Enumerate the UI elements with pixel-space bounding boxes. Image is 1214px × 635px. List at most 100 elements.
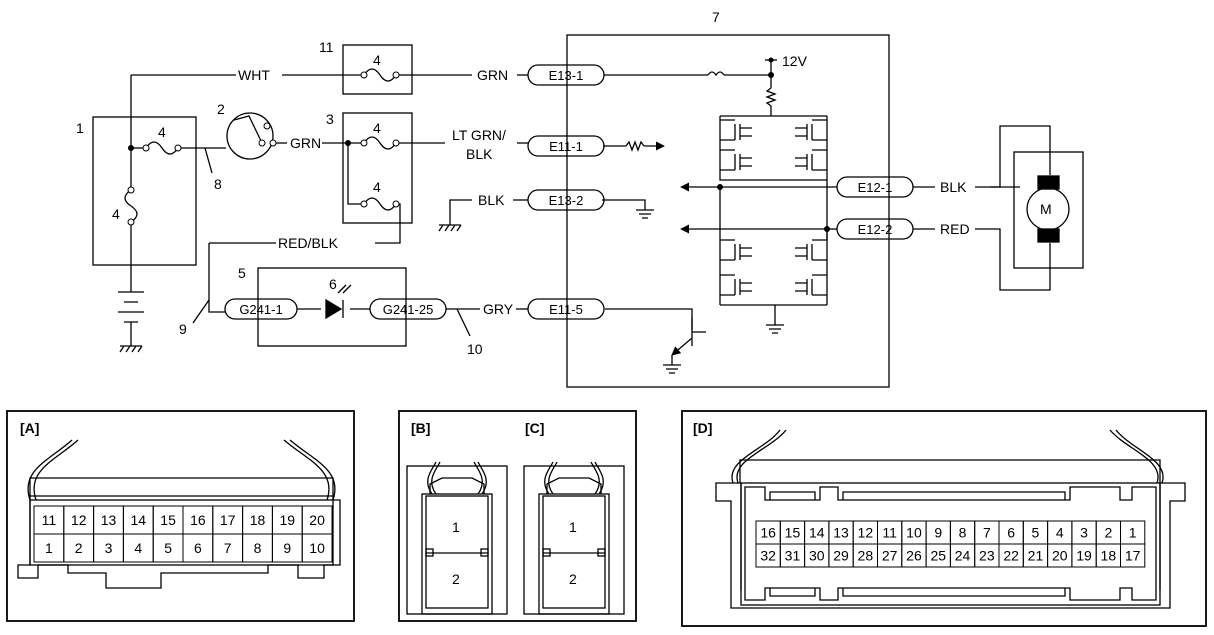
connector-d-pin-number: 24	[955, 548, 971, 564]
motor-label: M	[1040, 201, 1052, 217]
connector-a-pin-number: 9	[283, 540, 291, 556]
fuse-box-3	[342, 112, 413, 224]
connector-d-pin-cell	[1120, 543, 1146, 568]
wire-label-wht: WHT	[238, 67, 270, 83]
connector-d-pin-number: 8	[959, 525, 967, 541]
connector-a-pin-number: 17	[220, 512, 236, 528]
connector-d-pin-number: 25	[930, 548, 946, 564]
wire-label-gry: GRY	[483, 301, 514, 317]
connector-a-pin-number: 19	[280, 512, 296, 528]
led-icon	[325, 298, 344, 320]
terminal-e13-2: E13-2	[549, 193, 584, 208]
connector-d-pin-number: 21	[1028, 548, 1044, 564]
wire-label-blk: BLK	[478, 192, 505, 208]
connector-d-pin-number: 15	[785, 525, 801, 541]
connector-d-pin-number: 3	[1080, 525, 1088, 541]
connector-d-pin-number: 1	[1129, 525, 1137, 541]
connector-a-pin-number: 4	[134, 540, 142, 556]
connector-d-pin-number: 5	[1032, 525, 1040, 541]
connector-d-pin-number: 13	[833, 525, 849, 541]
connector-a-pin-number: 10	[309, 540, 325, 556]
connector-d-pin-number: 6	[1007, 525, 1015, 541]
voltage-label: 12V	[782, 53, 808, 69]
connector-d-pin-number: 14	[809, 525, 825, 541]
fuse-label: 4	[373, 52, 381, 68]
fuse-symbol	[363, 136, 397, 150]
connector-a-pin-number: 18	[250, 512, 266, 528]
wire-label-blk-motor: BLK	[940, 179, 967, 195]
connector-a-pin-number: 13	[101, 512, 117, 528]
fuse-block-1	[92, 116, 197, 266]
fuse-label: 4	[158, 124, 166, 140]
connector-a-pin-number: 3	[105, 540, 113, 556]
component-label-8: 8	[214, 176, 222, 192]
component-label-3: 3	[326, 111, 334, 127]
connector-a-pin-number: 1	[45, 540, 53, 556]
connector-a-pin-number: 7	[224, 540, 232, 556]
connector-d-pin-number: 10	[906, 525, 922, 541]
connector-a-pin-number: 20	[309, 512, 325, 528]
terminal-g241-1: G241-1	[239, 302, 282, 317]
terminal-e13-1: E13-1	[549, 68, 584, 83]
fuse-label: 4	[373, 120, 381, 136]
component-label-10: 10	[467, 341, 483, 357]
connector-a-pin-number: 8	[254, 540, 262, 556]
connector-d-pin-number: 9	[934, 525, 942, 541]
connector-a-pin-number: 14	[131, 512, 147, 528]
ground-icon	[766, 324, 784, 334]
fuse-label: 4	[112, 206, 120, 222]
connector-d-pin-number: 20	[1052, 548, 1068, 564]
connector-a-pin-number: 12	[71, 512, 87, 528]
connector-a-pin-number: 11	[42, 512, 57, 528]
connector-a-pin-number: 6	[194, 540, 202, 556]
ignition-switch-2	[226, 112, 274, 160]
fuse-symbol	[363, 197, 397, 211]
connector-d-pin-number: 7	[983, 525, 991, 541]
connector-a-pin-cell	[301, 533, 333, 563]
connector-d-pin-number: 19	[1076, 548, 1092, 564]
terminal-g241-25: G241-25	[383, 302, 434, 317]
connector-d-pin-number: 11	[882, 525, 897, 541]
connector-d-pin-number: 28	[858, 548, 874, 564]
connector-a-pin-number: 5	[164, 540, 172, 556]
fuse-symbol	[145, 141, 179, 155]
connector-panel-d	[681, 410, 1207, 627]
fuse-box-11	[342, 44, 413, 95]
ground-icon	[438, 224, 462, 232]
ground-icon	[119, 345, 143, 353]
connector-a-pin-number: 2	[75, 540, 83, 556]
connector-d-pin-number: 4	[1056, 525, 1064, 541]
connector-d-pin-number: 30	[809, 548, 825, 564]
ground-icon	[663, 364, 681, 374]
wire-label-lt-grn: LT GRN/	[452, 127, 506, 143]
connector-title-b: [B]	[411, 420, 430, 436]
terminal-e12-2: E12-2	[858, 222, 893, 237]
connector-d-pin-number: 22	[1003, 548, 1019, 564]
connector-d-pin-number: 29	[833, 548, 849, 564]
connector-d-pin-number: 2	[1104, 525, 1112, 541]
fuse-label: 4	[373, 179, 381, 195]
inductor-icon	[707, 71, 725, 77]
connector-a-pin-number: 16	[190, 512, 206, 528]
connector-b-pin: 2	[452, 571, 460, 587]
connector-title-d: [D]	[693, 420, 712, 436]
connector-d-pin-number: 16	[760, 525, 776, 541]
connector-b-pin: 1	[452, 519, 460, 535]
connector-d-pin-number: 27	[882, 548, 898, 564]
component-label-11: 11	[319, 39, 334, 55]
resistor-icon	[765, 87, 777, 107]
connector-d-pin-number: 31	[785, 548, 801, 564]
ground-icon	[636, 209, 654, 219]
connector-panel-a	[6, 410, 355, 622]
connector-d-pin-number: 26	[906, 548, 922, 564]
connector-d-pin-number: 18	[1101, 548, 1117, 564]
connector-title-a: [A]	[20, 420, 39, 436]
component-label-6: 6	[329, 276, 337, 292]
component-label-9: 9	[179, 321, 187, 337]
terminal-e11-5: E11-5	[549, 302, 583, 317]
wire-label-red-blk: RED/BLK	[278, 235, 339, 251]
connector-title-c: [C]	[525, 420, 544, 436]
wire-label-grn-top: GRN	[477, 67, 508, 83]
